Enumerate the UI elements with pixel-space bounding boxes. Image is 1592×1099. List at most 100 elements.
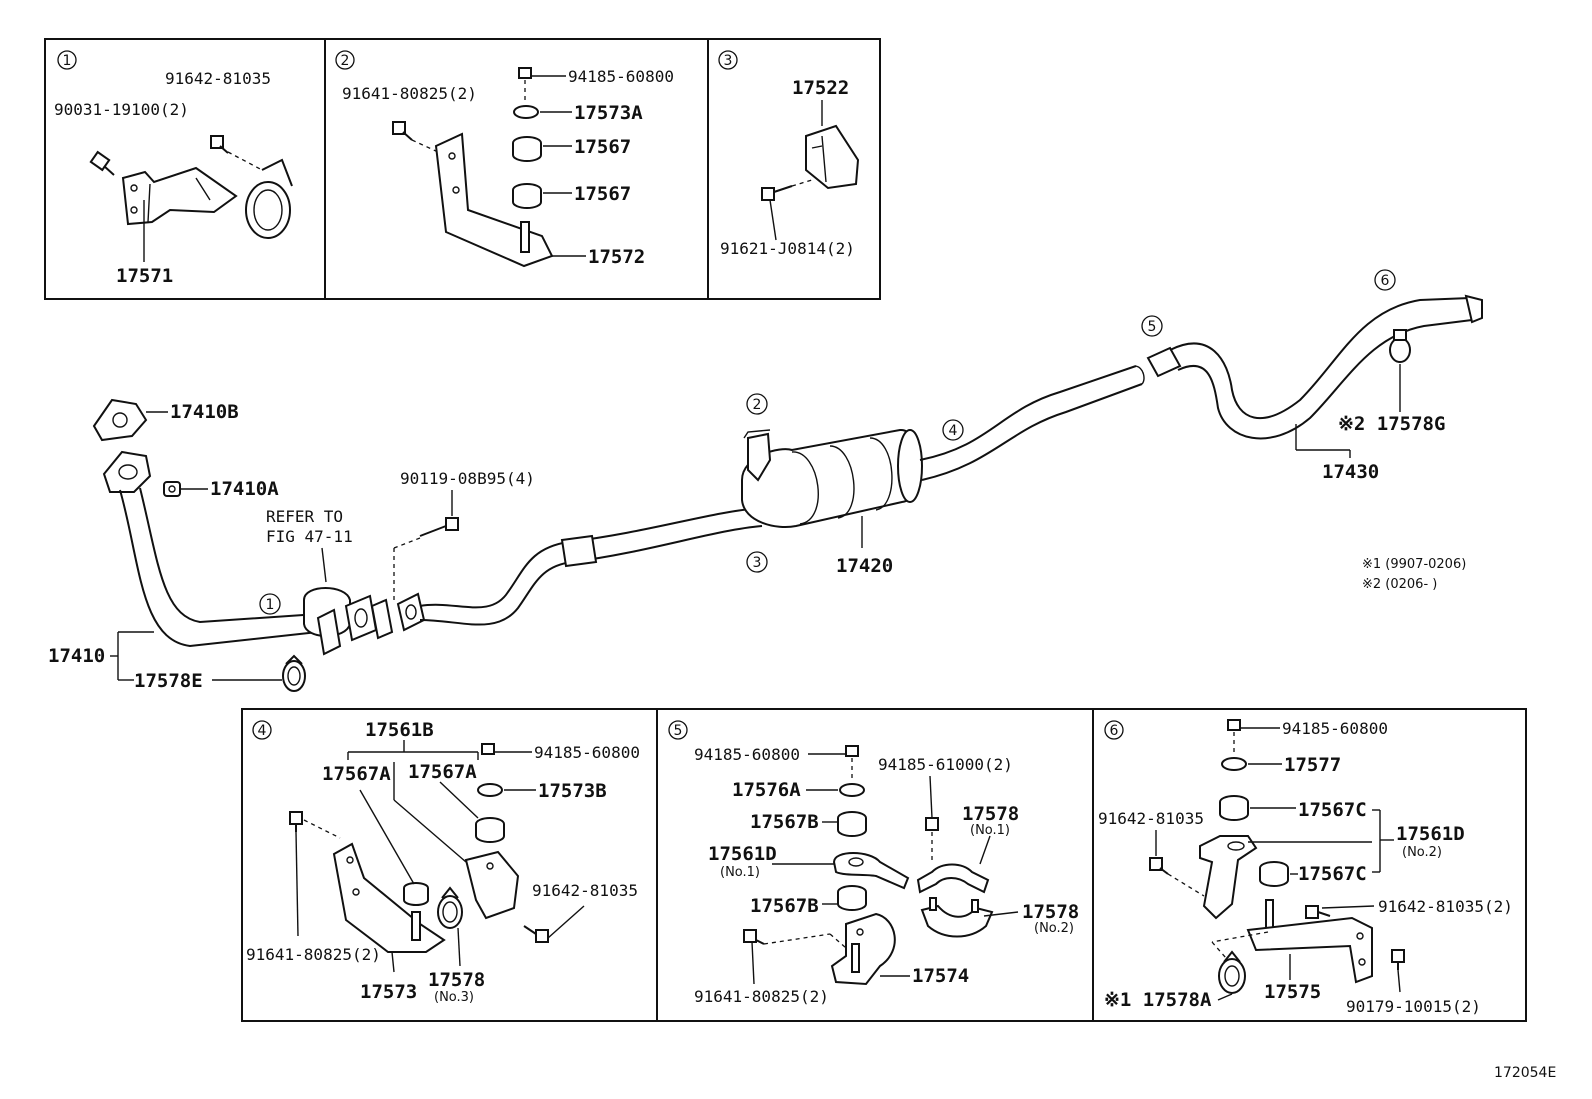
- label-94185-60800: 94185-60800: [568, 67, 674, 86]
- label-91621-J0814: 91621-J0814(2): [720, 239, 855, 258]
- label-refer-to: REFER TO: [266, 507, 343, 526]
- callout-6-box: 6: [1104, 720, 1124, 740]
- figure-code: 172054E: [1494, 1065, 1556, 1081]
- stud-icon: [520, 221, 530, 253]
- label-17578-no2: 17578: [1022, 901, 1079, 923]
- flange-icon: [370, 598, 394, 640]
- label-91642-81035: 91642-81035: [165, 69, 271, 88]
- front-pipe-17410: [119, 489, 319, 648]
- label-91642-81035-2-b6: 91642-81035(2): [1378, 897, 1513, 916]
- flange-icon: [316, 608, 342, 656]
- pipe-sleeve: [1146, 346, 1182, 378]
- bracket-17561D: [832, 852, 910, 890]
- svg-text:3: 3: [753, 555, 762, 571]
- callout-4-main: 4: [942, 419, 964, 441]
- nut-icon: [1227, 719, 1241, 731]
- label-17522: 17522: [792, 77, 849, 99]
- label-17571: 17571: [116, 265, 173, 287]
- bolt-icon: [89, 150, 115, 176]
- cushion-icon: [1219, 795, 1249, 821]
- svg-text:2: 2: [753, 397, 762, 413]
- bolt-icon: [743, 929, 765, 945]
- muffler-17420: [741, 428, 923, 528]
- label-94185-61000: 94185-61000(2): [878, 755, 1013, 774]
- nut-icon: [845, 745, 859, 757]
- nut-icon: [481, 743, 495, 755]
- bolt-icon: [210, 135, 229, 154]
- clamp-17578-no1: [916, 863, 990, 894]
- callout-3-box: 3: [718, 50, 738, 70]
- label-17578E: 17578E: [134, 670, 203, 692]
- label-17577: 17577: [1284, 754, 1341, 776]
- label-17574: 17574: [912, 965, 969, 987]
- tail-pipe-17430: [1169, 297, 1471, 419]
- label-no1-17561D: (No.1): [720, 865, 760, 880]
- cushion-icon: [837, 811, 867, 837]
- bolt-icon: [392, 121, 413, 141]
- callout-5-main: 5: [1141, 315, 1163, 337]
- nut-icon: [925, 817, 939, 831]
- cushion-icon: [475, 817, 505, 843]
- svg-text:2: 2: [341, 53, 350, 69]
- callout-1-box: 1: [57, 50, 77, 70]
- bolt-icon: [523, 925, 549, 943]
- label-17410: 17410: [48, 645, 105, 667]
- clamp-icon: [437, 886, 463, 929]
- label-91642-81035-b4: 91642-81035: [532, 881, 638, 900]
- center-pipe: [419, 507, 761, 609]
- washer-icon: [477, 783, 503, 797]
- svg-text:5: 5: [674, 723, 683, 739]
- label-94185-60800-b4: 94185-60800: [534, 743, 640, 762]
- callout-4-box: 4: [252, 720, 272, 740]
- detail-box-6: [1092, 708, 1527, 1022]
- washer-icon: [839, 783, 865, 797]
- svg-text:1: 1: [266, 597, 275, 613]
- cushion-icon: [403, 882, 429, 906]
- label-17567C-upper: 17567C: [1298, 799, 1367, 821]
- label-94185-60800-b5: 94185-60800: [694, 745, 800, 764]
- label-no2-b6: (No.2): [1402, 845, 1442, 860]
- bracket-17575: [1246, 916, 1373, 984]
- svg-text:3: 3: [724, 53, 733, 69]
- nut-icon: [163, 481, 181, 497]
- label-17410B: 17410B: [170, 401, 239, 423]
- callout-5-box: 5: [668, 720, 688, 740]
- label-17573A: 17573A: [574, 102, 643, 124]
- label-90179-10015: 90179-10015(2): [1346, 997, 1481, 1016]
- note-1: ※1 (9907-0206): [1362, 557, 1466, 572]
- label-17561D-no1: 17561D: [708, 843, 777, 865]
- label-91641-80825-b5: 91641-80825(2): [694, 987, 829, 1006]
- svg-text:6: 6: [1381, 273, 1390, 289]
- cushion-icon: [512, 183, 542, 209]
- label-17578G: ※2 17578G: [1338, 413, 1445, 435]
- svg-text:6: 6: [1110, 723, 1119, 739]
- label-17561D-no2: 17561D: [1396, 823, 1465, 845]
- stud-icon: [411, 911, 421, 941]
- clamp-icon: [245, 158, 293, 239]
- bolt-icon: [289, 811, 303, 832]
- callout-3-main: 3: [746, 551, 768, 573]
- label-17572: 17572: [588, 246, 645, 268]
- label-17578A: ※1 17578A: [1104, 989, 1212, 1011]
- detail-box-3: [707, 38, 881, 300]
- tail-pipe: [919, 365, 1137, 461]
- label-91642-81035-b6: 91642-81035: [1098, 809, 1204, 828]
- clamp-icon: [1389, 329, 1411, 363]
- clamp-icon: [1218, 950, 1246, 994]
- nut-icon: [518, 67, 532, 79]
- stud-icon: [851, 943, 860, 973]
- note-2: ※2 (0206- ): [1362, 577, 1437, 592]
- label-17573: 17573: [360, 981, 417, 1003]
- label-17420: 17420: [836, 555, 893, 577]
- washer-icon: [1221, 757, 1247, 771]
- bracket-17574: [830, 912, 896, 986]
- clamp-icon: [282, 654, 306, 692]
- label-fig-47-11: FIG 47-11: [266, 527, 353, 546]
- stud-icon: [1265, 899, 1274, 931]
- label-17567-lower: 17567: [574, 183, 631, 205]
- label-17567A-left: 17567A: [322, 763, 391, 785]
- bolt-icon: [1391, 949, 1405, 970]
- label-90119-08B95: 90119-08B95(4): [400, 469, 535, 488]
- bolt-icon: [761, 185, 793, 201]
- svg-text:5: 5: [1148, 319, 1157, 335]
